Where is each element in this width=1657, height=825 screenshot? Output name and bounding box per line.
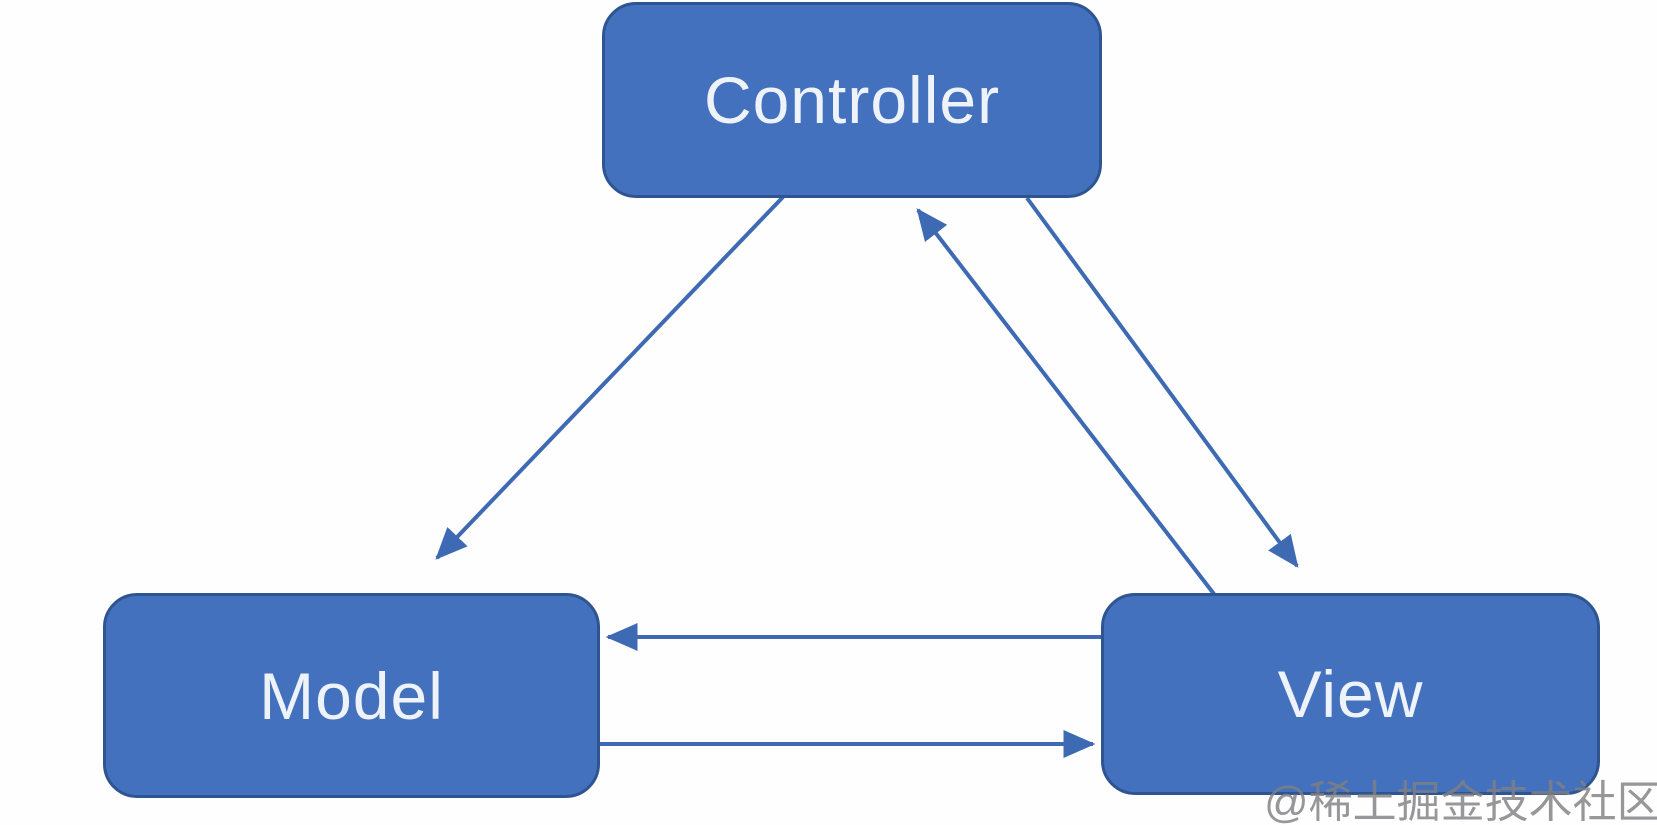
- node-model: Model: [103, 593, 600, 798]
- edge-controller-to-view: [1025, 196, 1299, 568]
- node-view-label: View: [1277, 657, 1424, 731]
- node-controller-label: Controller: [703, 63, 1001, 137]
- node-view: View: [1101, 593, 1600, 795]
- node-model-label: Model: [259, 658, 444, 733]
- edge-view-to-controller: [916, 208, 1216, 596]
- watermark-text: @稀土掘金技术社区: [1264, 778, 1657, 825]
- edge-controller-to-model: [435, 195, 785, 560]
- node-controller: Controller: [602, 2, 1102, 198]
